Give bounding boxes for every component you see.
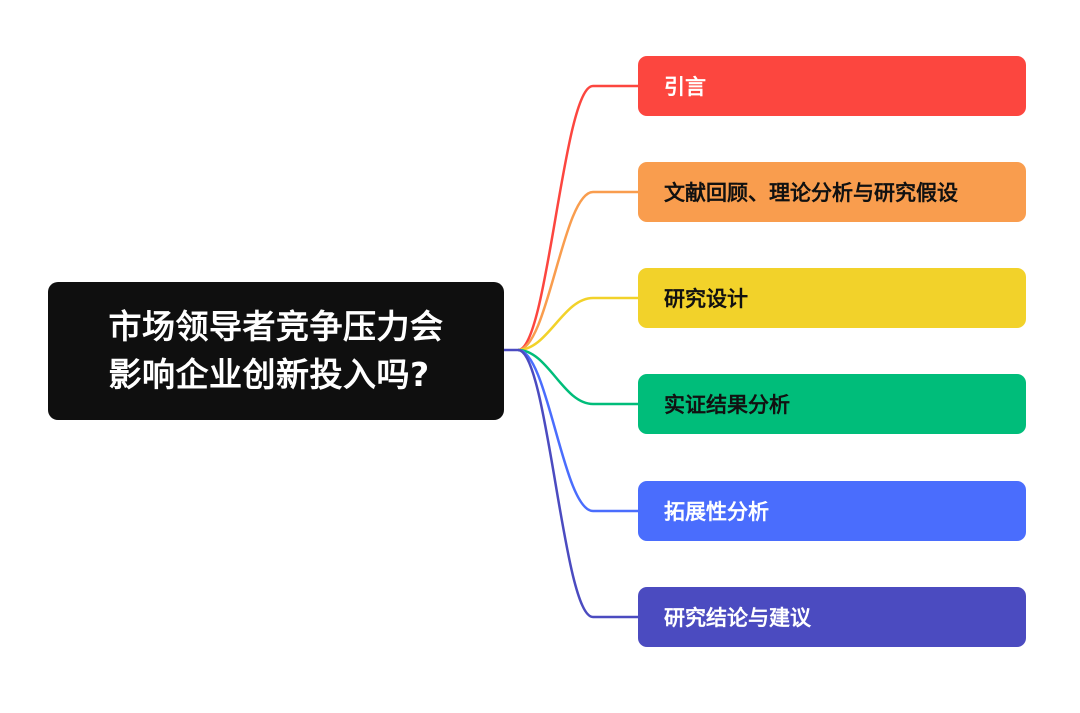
connector-line-intro <box>517 84 638 352</box>
connector-line-conclusion <box>517 348 638 619</box>
branch-node-conclusion[interactable]: 研究结论与建议 <box>638 587 1026 647</box>
branch-label-intro: 引言 <box>664 75 706 99</box>
branch-node-empirical-results[interactable]: 实证结果分析 <box>638 374 1026 434</box>
root-topic-node[interactable]: 市场领导者竞争压力会 影响企业创新投入吗? <box>48 282 504 420</box>
connector-line-literature-review <box>517 190 638 352</box>
branch-node-research-design[interactable]: 研究设计 <box>638 268 1026 328</box>
branch-node-extended-analysis[interactable]: 拓展性分析 <box>638 481 1026 541</box>
branch-label-extended-analysis: 拓展性分析 <box>664 500 769 524</box>
root-topic-title: 市场领导者竞争压力会 影响企业创新投入吗? <box>108 307 444 394</box>
branch-label-empirical-results: 实证结果分析 <box>664 393 790 417</box>
branch-label-conclusion: 研究结论与建议 <box>664 606 811 630</box>
connector-line-extended-analysis <box>517 348 638 513</box>
branch-label-research-design: 研究设计 <box>664 287 748 311</box>
connector-line-empirical-results <box>517 348 638 406</box>
branch-node-literature-review[interactable]: 文献回顾、理论分析与研究假设 <box>638 162 1026 222</box>
branch-node-intro[interactable]: 引言 <box>638 56 1026 116</box>
connector-line-research-design <box>517 296 638 352</box>
branch-label-literature-review: 文献回顾、理论分析与研究假设 <box>664 181 958 205</box>
